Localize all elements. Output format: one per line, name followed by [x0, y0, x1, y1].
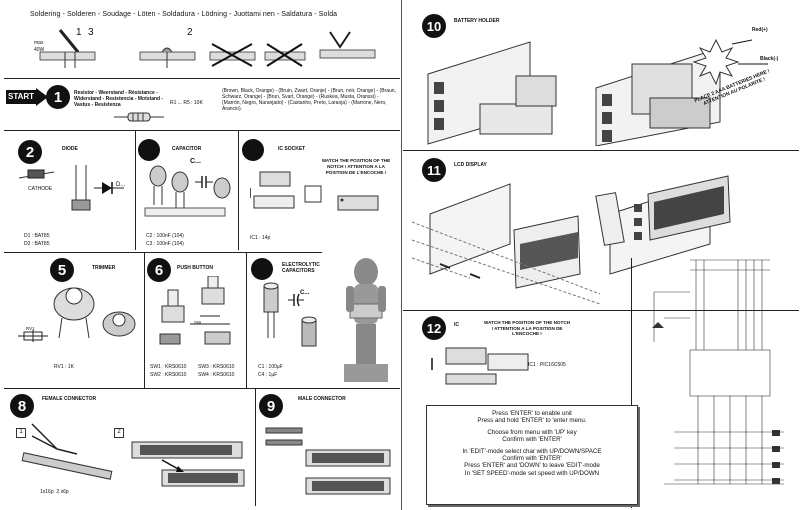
electrolytic-part-1: C1 : 100µF — [258, 364, 283, 370]
instruction-line-1: Press 'ENTER' to enable unit — [492, 410, 572, 417]
soldering-illustration — [39, 29, 376, 68]
push-button-title: PUSH BUTTON — [177, 265, 214, 271]
ic-title: IC — [454, 322, 459, 328]
female-connector-title: FEMALE CONNECTOR — [42, 396, 97, 402]
trimmer-title: TRIMMER — [92, 265, 116, 271]
female-step-2: 2 — [114, 428, 124, 438]
step-6-number: 6 — [147, 258, 171, 282]
step-10-number: 10 — [422, 14, 446, 38]
capacitor-part-1: C2 : 100nF (104) — [146, 233, 184, 239]
step-9-number: 9 — [259, 394, 283, 418]
ic-illustration — [431, 347, 529, 385]
trimmer-symbol-label: RV1 — [26, 326, 35, 331]
step-2-number: 2 — [18, 140, 42, 164]
instruction-line-5: Confirm with 'ENTER' — [502, 436, 562, 444]
male-connector-title: MALE CONNECTOR — [298, 396, 346, 402]
battery-holder-illustration — [427, 38, 768, 146]
sw-part-4: SW4 : KRS0610 — [198, 372, 235, 378]
solder-step-1: 1 — [76, 27, 82, 38]
electrolytic-part-2: C4 : 1µF — [258, 372, 278, 378]
ic-socket-title: IC SOCKET — [278, 146, 306, 152]
robot-figure-illustration — [344, 258, 388, 382]
lcd-display-title: LCD DISPLAY — [454, 162, 487, 168]
diode-title: DIODE — [62, 146, 78, 152]
resistor-title: Resistor - Weerstand - Résistance - Wide… — [74, 90, 164, 108]
instruction-line-4: Choose from menu with 'UP' key — [487, 428, 577, 436]
female-connector-illustration — [21, 423, 245, 487]
electrolytic-illustration — [263, 282, 317, 347]
diode-part-1: D1 : BAT85 — [24, 233, 50, 239]
diode-illustration — [18, 165, 124, 211]
ic-socket-warning: WATCH THE POSITION OF THE NOTCH ! ATTENT… — [321, 158, 391, 175]
capacitor-illustration — [144, 165, 231, 217]
step-1-number: 1 — [46, 85, 70, 109]
ic-socket-part: IC1 : 14p — [250, 235, 271, 241]
resistor-illustration — [114, 112, 164, 122]
electrolytic-symbol-label: C... — [300, 290, 310, 296]
sw-part-1: SW1 : KRS0610 — [150, 364, 187, 370]
trimmer-part: RV1 : 1K — [54, 364, 74, 370]
female-connector-parts: 1x16p 2 x6p — [40, 489, 69, 495]
instruction-line-8: Confirm with 'ENTER' — [502, 455, 562, 463]
ic-warning: WATCH THE POSITION OF THE NOTCH ! ATTENT… — [484, 320, 570, 337]
step-12-number: 12 — [422, 316, 446, 340]
capacitor-symbol-label: C... — [190, 158, 201, 165]
push-button-illustration — [159, 276, 231, 345]
diode-symbol-label: D... — [116, 182, 126, 188]
start-arrow — [6, 88, 48, 106]
lcd-display-illustration — [411, 175, 731, 305]
diode-part-2: D2 : BAT85 — [24, 241, 50, 247]
solder-step-2: 2 — [187, 27, 193, 38]
step-11-number: 11 — [422, 158, 446, 182]
trimmer-illustration — [18, 287, 136, 342]
battery-red-label: Red(+) — [752, 27, 768, 33]
instruction-line-9: Press 'ENTER' and 'DOWN' to leave 'EDIT'… — [464, 462, 600, 470]
step-4-dot — [242, 139, 264, 161]
ic-part: IC1 : PIC16C505 — [528, 362, 566, 368]
electrolytic-title: ELECTROLYTIC CAPACITORS — [282, 262, 320, 274]
iron-wattage: max 40W — [34, 40, 45, 53]
start-label: START — [8, 92, 35, 101]
soldering-header: Soldering - Solderen - Soudage - Löten -… — [30, 11, 338, 18]
ic-socket-illustration — [250, 171, 379, 211]
step-7-dot — [251, 258, 273, 280]
cathode-label: CATHODE — [28, 186, 53, 192]
instruction-line-2: Press and hold 'ENTER' to 'enter menu. — [477, 417, 587, 425]
step-3-dot — [138, 139, 160, 161]
instruction-line-7: In 'EDIT'-mode select char with UP/DOWN/… — [462, 447, 602, 455]
battery-holder-title: BATTERY HOLDER — [454, 18, 500, 24]
female-step-1: 1 — [16, 428, 26, 438]
instruction-line-10: In 'SET SPEED'-mode set speed with UP/DO… — [464, 469, 600, 477]
instructions-box: Press 'ENTER' to enable unit Press and h… — [426, 405, 638, 505]
solder-step-3: 3 — [88, 27, 94, 38]
push-button-symbol-label: SW — [194, 320, 202, 325]
battery-black-label: Black(-) — [760, 56, 779, 62]
schematic-diagram — [652, 259, 784, 485]
capacitor-title: CAPACITOR — [172, 146, 202, 152]
sw-part-2: SW2 : KRS0610 — [150, 372, 187, 378]
sw-part-3: SW3 : KRS0610 — [198, 364, 235, 370]
step-5-number: 5 — [50, 258, 74, 282]
step-8-number: 8 — [10, 394, 34, 418]
male-connector-illustration — [265, 427, 391, 495]
capacitor-part-2: C3 : 100nF (104) — [146, 241, 184, 247]
color-code: (Brown, Black, Orange) - (Bruin, Zwart, … — [222, 88, 396, 112]
resistor-ids: R1 ... R5 : 10K — [170, 100, 203, 106]
